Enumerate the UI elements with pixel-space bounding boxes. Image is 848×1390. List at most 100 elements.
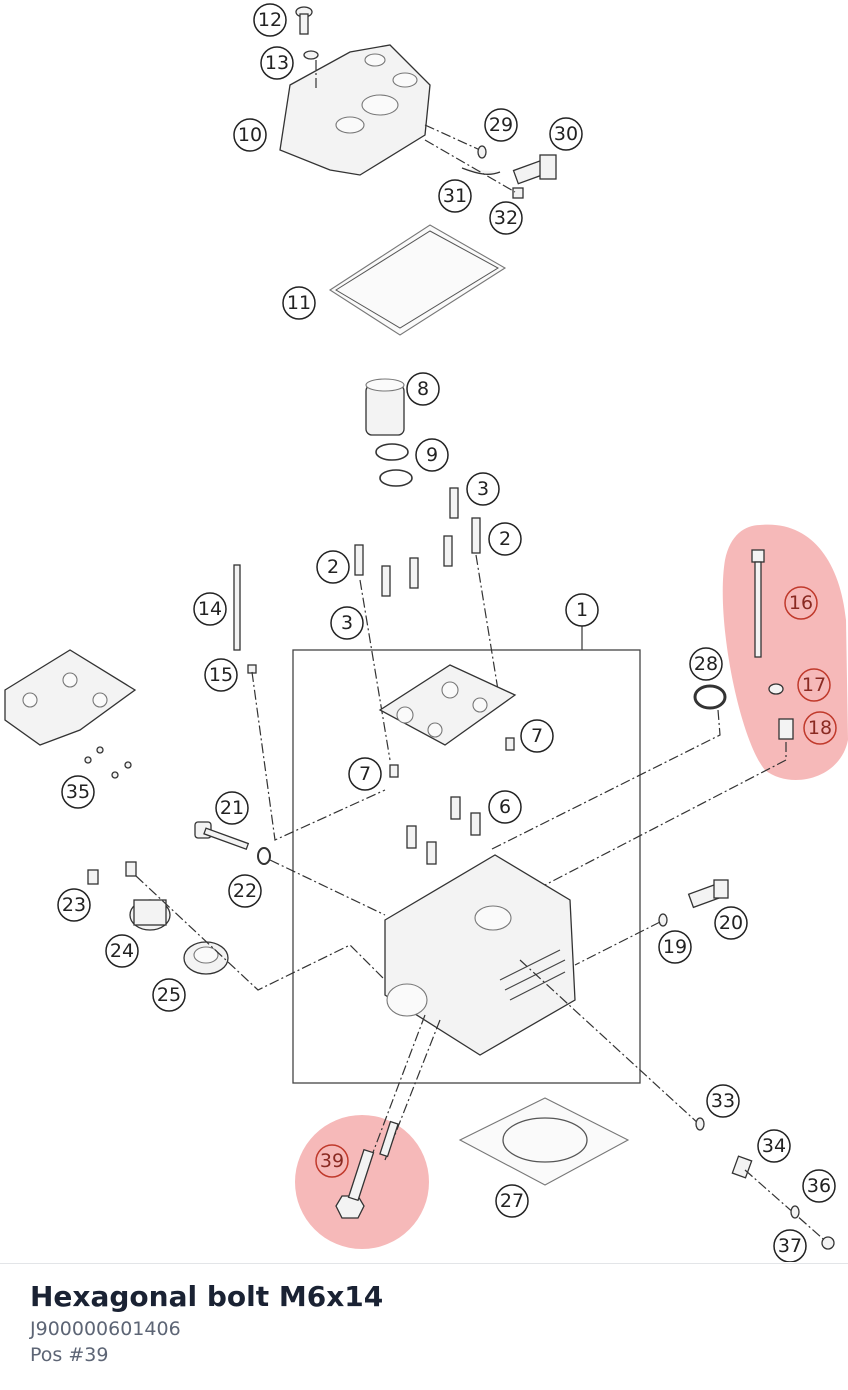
callout-10[interactable]: 10 — [233, 118, 267, 152]
svg-text:31: 31 — [443, 185, 467, 207]
thermostat-screw-a[interactable] — [87, 869, 99, 885]
o-ring-28[interactable] — [693, 684, 727, 710]
cylinder-head[interactable] — [384, 854, 576, 1056]
callout-2b[interactable]: 2 — [488, 522, 522, 556]
callout-22[interactable]: 22 — [228, 874, 262, 908]
sensor-seal[interactable] — [658, 913, 668, 927]
valve-guides[interactable] — [406, 796, 481, 865]
callout-25[interactable]: 25 — [152, 978, 186, 1012]
valve-cover[interactable] — [279, 44, 431, 176]
svg-text:27: 27 — [500, 1190, 524, 1212]
callout-15[interactable]: 15 — [204, 658, 238, 692]
callout-11[interactable]: 11 — [282, 286, 316, 320]
callout-39[interactable]: 39 — [315, 1144, 349, 1178]
dowel-pin-a[interactable] — [505, 737, 515, 751]
thermostat[interactable] — [183, 941, 229, 975]
callout-27[interactable]: 27 — [495, 1184, 529, 1218]
leader-19 — [574, 921, 661, 966]
breather-elbow[interactable] — [512, 154, 557, 185]
callout-7a[interactable]: 7 — [520, 719, 554, 753]
leader-22 — [269, 859, 386, 916]
svg-text:2: 2 — [327, 556, 339, 578]
plug-bolt[interactable] — [194, 821, 250, 851]
part-position: Pos #39 — [30, 1344, 109, 1366]
svg-text:29: 29 — [489, 114, 513, 136]
o-ring-lower[interactable] — [379, 469, 413, 487]
callout-28[interactable]: 28 — [689, 647, 723, 681]
plug-seal[interactable] — [257, 847, 271, 865]
callout-16[interactable]: 16 — [784, 586, 818, 620]
sensor-34[interactable] — [731, 1155, 753, 1179]
svg-text:21: 21 — [220, 797, 244, 819]
callout-6[interactable]: 6 — [488, 790, 522, 824]
callout-3b[interactable]: 3 — [466, 472, 500, 506]
callout-36[interactable]: 36 — [802, 1169, 836, 1203]
washer-17[interactable] — [768, 683, 784, 695]
callout-23[interactable]: 23 — [57, 888, 91, 922]
leader-29 — [424, 124, 481, 151]
callout-20[interactable]: 20 — [714, 906, 748, 940]
spare-camshaft-carrier[interactable] — [4, 649, 137, 746]
long-stud-bolt[interactable] — [233, 564, 241, 651]
head-gasket[interactable] — [458, 1097, 630, 1186]
callout-32[interactable]: 32 — [489, 201, 523, 235]
nut-37[interactable] — [821, 1236, 835, 1250]
callout-24[interactable]: 24 — [105, 934, 139, 968]
callout-19[interactable]: 19 — [658, 930, 692, 964]
leader-25 — [135, 875, 386, 991]
camshaft-bolts[interactable] — [354, 487, 481, 597]
dowel-pin-39[interactable] — [379, 1120, 399, 1158]
callout-33[interactable]: 33 — [706, 1084, 740, 1118]
washer-36[interactable] — [790, 1205, 800, 1219]
highlight-group-16-18[interactable] — [722, 524, 848, 780]
svg-text:22: 22 — [233, 880, 257, 902]
callout-18[interactable]: 18 — [803, 711, 837, 745]
temperature-sensor[interactable] — [687, 879, 729, 909]
callout-37[interactable]: 37 — [773, 1229, 807, 1262]
svg-text:37: 37 — [778, 1235, 802, 1257]
assembly-frame — [292, 649, 641, 1084]
svg-text:20: 20 — [719, 912, 743, 934]
callout-9[interactable]: 9 — [415, 438, 449, 472]
footer-divider — [0, 1263, 848, 1264]
thermostat-screw-b[interactable] — [125, 861, 137, 877]
callout-2a[interactable]: 2 — [316, 550, 350, 584]
stud-washer[interactable] — [247, 664, 257, 674]
oil-filler-cap[interactable] — [295, 6, 313, 35]
callout-21[interactable]: 21 — [215, 791, 249, 825]
breather-screw[interactable] — [512, 187, 524, 199]
hexagonal-bolt[interactable] — [335, 1148, 375, 1219]
spark-plug-tube[interactable] — [365, 378, 405, 436]
callout-14[interactable]: 14 — [193, 592, 227, 626]
callout-17[interactable]: 17 — [797, 668, 831, 702]
callout-13[interactable]: 13 — [260, 46, 294, 80]
camshaft-carrier[interactable] — [378, 664, 517, 746]
callout-29[interactable]: 29 — [484, 108, 518, 142]
svg-text:18: 18 — [808, 717, 832, 739]
carrier-dowels[interactable] — [84, 746, 132, 779]
cap-seal-washer[interactable] — [303, 50, 319, 60]
callout-8[interactable]: 8 — [406, 372, 440, 406]
leader-36 — [744, 1169, 831, 1246]
callout-30[interactable]: 30 — [549, 117, 583, 151]
breather-washer[interactable] — [477, 145, 487, 159]
callout-31[interactable]: 31 — [438, 179, 472, 213]
svg-text:11: 11 — [287, 292, 311, 314]
seal-33[interactable] — [695, 1117, 705, 1131]
callout-35[interactable]: 35 — [61, 775, 95, 809]
callout-34[interactable]: 34 — [757, 1129, 791, 1163]
svg-text:19: 19 — [663, 936, 687, 958]
callout-3a[interactable]: 3 — [330, 606, 364, 640]
svg-text:13: 13 — [265, 52, 289, 74]
dowel-pin-b[interactable] — [389, 764, 399, 778]
hose-clamp[interactable] — [461, 167, 501, 175]
svg-text:17: 17 — [802, 674, 826, 696]
thermostat-housing[interactable] — [129, 899, 171, 931]
long-bolt-16[interactable] — [751, 549, 765, 658]
o-ring-upper[interactable] — [375, 443, 409, 461]
callout-12[interactable]: 12 — [253, 3, 287, 37]
callout-1[interactable]: 1 — [565, 593, 599, 627]
valve-cover-gasket[interactable] — [328, 224, 507, 336]
callout-7b[interactable]: 7 — [348, 757, 382, 791]
sleeve-18[interactable] — [778, 718, 794, 740]
